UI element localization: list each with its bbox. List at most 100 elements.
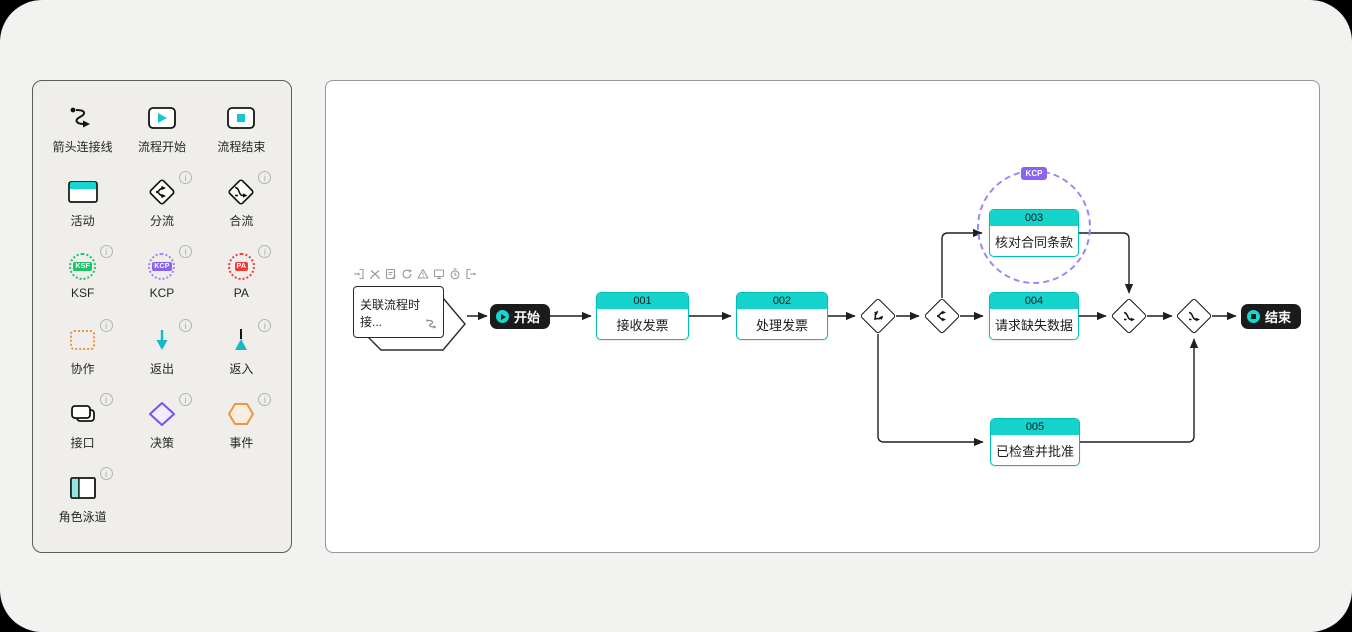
event-icon bbox=[226, 399, 256, 429]
pa-icon: PA bbox=[227, 251, 255, 281]
palette-item-swimlane[interactable]: i 角色泳道 bbox=[43, 467, 122, 541]
palette-label: 角色泳道 bbox=[58, 510, 107, 524]
task-title: 已检查并批准 bbox=[995, 444, 1074, 459]
import-icon[interactable] bbox=[352, 267, 365, 280]
task-code: 004 bbox=[990, 293, 1078, 309]
kcp-icon: KCP bbox=[148, 251, 176, 281]
display-icon[interactable] bbox=[432, 267, 445, 280]
info-icon[interactable]: i bbox=[99, 319, 113, 332]
palette-item-process-end[interactable]: 流程结束 bbox=[202, 97, 281, 171]
note-text: 关联流程时接... bbox=[360, 298, 421, 329]
task-code: 002 bbox=[737, 293, 827, 309]
diagram-canvas[interactable]: 关联流程时接... KCP 开始 结束 001 接收发票 002 处理发票 00… bbox=[325, 80, 1320, 553]
palette-item-process-start[interactable]: 流程开始 bbox=[122, 97, 201, 171]
gateway-split-2[interactable] bbox=[923, 297, 961, 335]
info-icon[interactable]: i bbox=[258, 393, 272, 406]
palette-item-arrow-connector[interactable]: 箭头连接线 bbox=[43, 97, 122, 171]
palette-label: 流程开始 bbox=[137, 140, 186, 154]
info-icon[interactable]: i bbox=[99, 245, 113, 258]
shape-palette: 箭头连接线 流程开始 流程结束 活动 i 分流 bbox=[32, 80, 292, 553]
info-icon[interactable]: i bbox=[178, 245, 192, 258]
swap-icon[interactable] bbox=[368, 267, 381, 280]
activity-icon bbox=[67, 177, 99, 207]
export-icon[interactable] bbox=[464, 267, 477, 280]
task-node-004[interactable]: 004 请求缺失数据 bbox=[989, 292, 1079, 340]
palette-label: 返出 bbox=[149, 362, 174, 376]
task-node-001[interactable]: 001 接收发票 bbox=[596, 292, 689, 340]
decision-icon bbox=[147, 399, 177, 429]
info-icon[interactable]: i bbox=[178, 171, 192, 184]
palette-label: KSF bbox=[70, 286, 95, 300]
palette-item-return-in[interactable]: i 返入 bbox=[202, 319, 281, 393]
split-icon bbox=[934, 308, 950, 324]
process-end-icon bbox=[226, 103, 256, 133]
gateway-merge-1[interactable] bbox=[1110, 297, 1148, 335]
palette-label: 决策 bbox=[149, 436, 174, 450]
palette-item-decision[interactable]: i 决策 bbox=[122, 393, 201, 467]
gateway-merge-2[interactable] bbox=[1175, 297, 1213, 335]
arrow-connector-icon bbox=[68, 103, 98, 133]
end-label: 结束 bbox=[1265, 310, 1292, 325]
task-code: 005 bbox=[991, 419, 1079, 435]
start-node[interactable]: 开始 bbox=[490, 304, 551, 329]
end-node[interactable]: 结束 bbox=[1241, 304, 1302, 329]
palette-label: 分流 bbox=[149, 214, 174, 228]
warning-icon[interactable] bbox=[416, 267, 429, 280]
task-node-003[interactable]: 003 核对合同条款 bbox=[989, 209, 1079, 257]
palette-label: 事件 bbox=[229, 436, 254, 450]
palette-item-ksf[interactable]: i KSF KSF bbox=[43, 245, 122, 319]
process-start-icon bbox=[147, 103, 177, 133]
palette-item-return-out[interactable]: i 返出 bbox=[122, 319, 201, 393]
info-icon[interactable]: i bbox=[258, 319, 272, 332]
note-edit-icon[interactable] bbox=[384, 267, 397, 280]
palette-label: 流程结束 bbox=[217, 140, 266, 154]
task-node-005[interactable]: 005 已检查并批准 bbox=[990, 418, 1080, 466]
note-toolbar bbox=[352, 267, 477, 280]
palette-label: 活动 bbox=[70, 214, 95, 228]
task-title: 请求缺失数据 bbox=[994, 318, 1073, 333]
palette-item-collaboration[interactable]: i 协作 bbox=[43, 319, 122, 393]
task-code: 003 bbox=[990, 210, 1078, 226]
palette-item-kcp[interactable]: i KCP KCP bbox=[122, 245, 201, 319]
palette-item-activity[interactable]: 活动 bbox=[43, 171, 122, 245]
timer-icon[interactable] bbox=[448, 267, 461, 280]
gateway-split-1[interactable] bbox=[859, 297, 897, 335]
palette-label: 接口 bbox=[70, 436, 95, 450]
refresh-icon[interactable] bbox=[400, 267, 413, 280]
info-icon[interactable]: i bbox=[178, 319, 192, 332]
swimlane-icon bbox=[68, 473, 98, 503]
info-icon[interactable]: i bbox=[99, 467, 113, 480]
link-note-card[interactable]: 关联流程时接... bbox=[353, 286, 444, 338]
merge-icon bbox=[225, 177, 257, 207]
task-title: 处理发票 bbox=[755, 318, 808, 333]
split-icon bbox=[146, 177, 178, 207]
palette-label: PA bbox=[233, 286, 249, 300]
return-out-icon bbox=[149, 325, 175, 355]
task-node-002[interactable]: 002 处理发票 bbox=[736, 292, 828, 340]
info-icon[interactable]: i bbox=[258, 171, 272, 184]
palette-item-interface[interactable]: i 接口 bbox=[43, 393, 122, 467]
palette-label: 箭头连接线 bbox=[52, 140, 113, 154]
palette-label: 返入 bbox=[229, 362, 254, 376]
palette-item-merge[interactable]: i 合流 bbox=[202, 171, 281, 245]
start-label: 开始 bbox=[514, 310, 541, 325]
kcp-badge[interactable]: KCP bbox=[1021, 167, 1047, 180]
task-title: 核对合同条款 bbox=[994, 235, 1073, 250]
return-in-icon bbox=[228, 325, 254, 355]
task-title: 接收发票 bbox=[616, 318, 669, 333]
collaboration-icon bbox=[70, 325, 96, 355]
palette-label: 合流 bbox=[229, 214, 254, 228]
end-stop-icon bbox=[1247, 310, 1260, 323]
info-icon[interactable]: i bbox=[258, 245, 272, 258]
task-code: 001 bbox=[597, 293, 688, 309]
info-icon[interactable]: i bbox=[178, 393, 192, 406]
palette-item-pa[interactable]: i PA PA bbox=[202, 245, 281, 319]
ksf-icon: KSF bbox=[69, 251, 97, 281]
palette-item-event[interactable]: i 事件 bbox=[202, 393, 281, 467]
palette-label: 协作 bbox=[70, 362, 95, 376]
palette-item-split[interactable]: i 分流 bbox=[122, 171, 201, 245]
interface-icon bbox=[68, 399, 98, 429]
start-play-icon bbox=[496, 310, 509, 323]
info-icon[interactable]: i bbox=[99, 393, 113, 406]
